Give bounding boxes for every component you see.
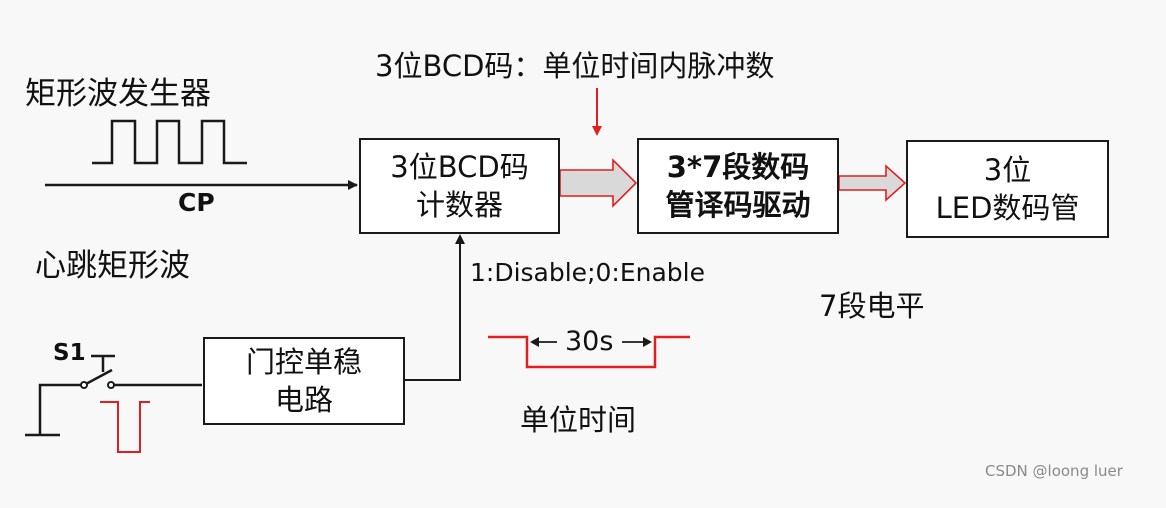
heartbeat-label: 心跳矩形波: [35, 248, 190, 284]
disable-enable-label: 1:Disable;0:Enable: [470, 258, 705, 287]
note-arrow-head: [592, 126, 602, 136]
seven-level-label: 7段电平: [819, 289, 925, 323]
bus-arrow-counter-decoder: [559, 158, 638, 208]
monostable-box: 门控单稳 电路: [203, 337, 405, 425]
switch-s1: [25, 354, 202, 437]
counter-box-line1: 3位BCD码: [390, 150, 529, 184]
generator-label: 矩形波发生器: [25, 76, 211, 112]
display-box-line2: LED数码管: [935, 191, 1080, 225]
cp-label: CP: [178, 188, 215, 217]
duration-label: 30s: [565, 326, 614, 357]
switch-contact-right: [107, 381, 115, 389]
s1-label: S1: [53, 340, 86, 366]
bus-arrow-decoder-display: [838, 164, 907, 202]
counter-box-line2: 计数器: [415, 188, 503, 222]
switch-contact-left: [80, 381, 88, 389]
enable-arrow-head: [455, 234, 465, 244]
monostable-box-line1: 门控单稳: [245, 345, 362, 379]
monostable-box-line2: 电路: [274, 383, 333, 417]
unit-time-label: 单位时间: [520, 403, 637, 437]
switch-pulse: [100, 401, 150, 453]
decoder-box: 3*7段数码 管译码驱动: [637, 138, 839, 234]
bcd-note-label: 3位BCD码：单位时间内脉冲数: [375, 49, 775, 83]
duration-dim-left-head: [530, 337, 539, 347]
decoder-box-line2: 管译码驱动: [665, 188, 811, 222]
watermark: CSDN @loong luer: [985, 462, 1123, 480]
duration-dim-right-head: [643, 337, 652, 347]
display-box-line1: 3位: [983, 153, 1032, 187]
counter-box: 3位BCD码 计数器: [359, 138, 560, 234]
duration-pulse: [488, 335, 690, 369]
square-wave: [92, 119, 247, 165]
decoder-box-line1: 3*7段数码: [666, 150, 810, 184]
display-box: 3位 LED数码管: [906, 140, 1109, 238]
enable-line: [405, 242, 461, 381]
